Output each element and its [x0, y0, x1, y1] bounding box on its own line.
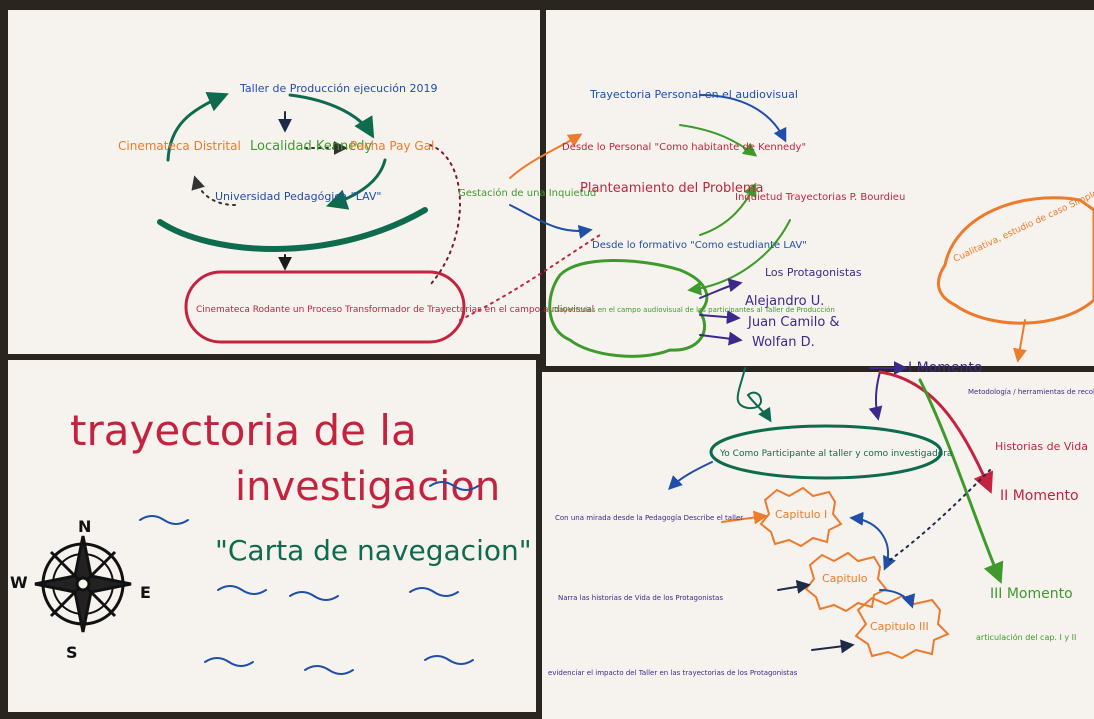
planteamiento-text: Planteamiento del Problema	[580, 181, 764, 196]
arrow	[1013, 319, 1027, 363]
arrow	[679, 124, 758, 157]
cinemateca-distrital-text: Cinemateca Distrital	[118, 139, 241, 153]
desde-formativo-text: Desde lo formativo "Como estudiante LAV"	[592, 240, 807, 251]
rodante-text: Cinemateca Rodante un Proceso Transforma…	[196, 305, 594, 315]
sheet-bottom-left	[8, 360, 536, 712]
capitulo-1-text: Capitulo I	[775, 508, 827, 521]
cycle-arrow	[288, 93, 375, 139]
arrow	[879, 589, 916, 609]
arrow	[687, 219, 791, 296]
articulacion-text: articulación del cap. I y II	[976, 632, 1076, 642]
inquietud-text: Inquietud Trayectorias P. Bourdieu	[735, 192, 905, 203]
main-title-line1: trayectoria de la	[70, 406, 417, 455]
dotted-link	[459, 234, 601, 321]
arrow	[878, 370, 994, 494]
sheet-top-left	[8, 10, 540, 354]
arrow	[699, 94, 787, 143]
dotted-link	[429, 144, 461, 286]
yo-como-oval	[709, 424, 943, 480]
momento-1-text: I Momento	[908, 360, 982, 376]
wolfan-text: Wolfan D.	[752, 335, 815, 350]
arrow	[721, 510, 768, 525]
arrow	[668, 461, 713, 490]
arrow	[868, 371, 883, 421]
compass-w: W	[10, 573, 28, 592]
compass-s: S	[66, 643, 78, 662]
teal-arc	[157, 207, 428, 252]
arrow	[777, 579, 811, 594]
bottom-right-diagram	[668, 367, 1004, 660]
waves	[139, 481, 479, 675]
green-cloud	[548, 259, 709, 358]
protagonistas-text: Los Protagonistas	[765, 266, 862, 279]
arrow	[811, 639, 855, 654]
rodante-box	[184, 270, 466, 344]
localidad-text: Localidad Kennedy	[250, 139, 373, 154]
top-right-diagram	[459, 94, 1094, 375]
capitulo-3-text: Capitulo III	[870, 620, 929, 633]
compass-n: N	[78, 517, 91, 536]
momento-2-text: II Momento	[1000, 488, 1079, 504]
loop-arrow	[736, 367, 772, 423]
capitulo-2-text: Capitulo	[822, 572, 868, 585]
desde-personal-text: Desde lo Personal "Como habitante de Ken…	[562, 142, 806, 153]
arrow	[699, 331, 743, 346]
pacha-text: Pacha Pay Gal	[350, 139, 434, 153]
taller-text: Taller de Producción ejecución 2019	[239, 82, 437, 95]
arrow	[699, 182, 757, 236]
orange-cloud	[936, 196, 1094, 325]
arrow	[509, 133, 583, 179]
juan-camilo-text: Juan Camilo &	[747, 315, 840, 330]
trayectoria-personal-text: Trayectoria Personal en el audiovisual	[589, 88, 798, 101]
alejandro-text: Alejandro U.	[745, 294, 824, 309]
arrow	[699, 310, 741, 325]
capitulo-2-burst	[804, 551, 888, 613]
sheet-top-right	[546, 10, 1094, 366]
arrow	[509, 204, 593, 239]
top-left-diagram	[157, 91, 466, 344]
historias-text: Historias de Vida	[995, 440, 1088, 453]
cycle-arrow	[166, 91, 229, 162]
narra-text: Narra las historias de Vida de los Prota…	[558, 594, 723, 602]
cycle-arrow	[326, 158, 387, 210]
main-title-line2: investigacion	[235, 464, 500, 510]
sheet-bottom-right	[542, 372, 1094, 719]
yo-como-text: Yo Como Participante al taller y como in…	[719, 449, 952, 459]
subtitle-text: "Carta de navegacion"	[215, 534, 532, 567]
compass-rose-icon	[34, 535, 132, 633]
gestacion-text: Gestación de una Inquietud	[458, 187, 596, 199]
dotted-link	[889, 469, 991, 561]
metodologia-text: Metodología / herramientas de recolecció…	[968, 388, 1094, 396]
trayectorias-campo-text: Trayectorias en el campo audiovisual de …	[552, 306, 835, 314]
compass-e: E	[140, 583, 151, 602]
con-una-mirada-text: Con una mirada desde la Pedagogía Descri…	[555, 514, 743, 522]
capitulo-1-burst	[759, 486, 843, 548]
arrow	[918, 378, 1004, 584]
arrow	[849, 511, 896, 571]
arrow	[699, 278, 743, 299]
evidenciar-text: evidenciar el impacto del Taller en las …	[548, 669, 798, 677]
universidad-text: Universidad Pedagógica "LAV"	[215, 190, 381, 203]
momento-3-text: III Momento	[990, 586, 1073, 602]
